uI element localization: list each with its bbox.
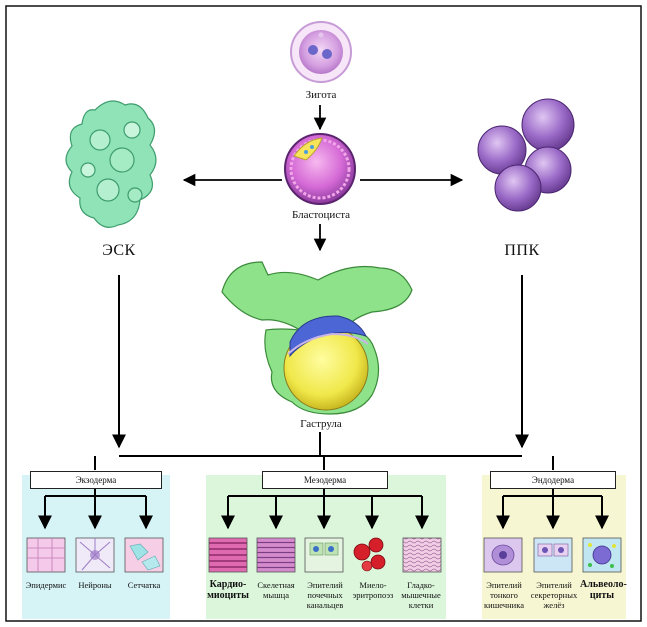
tile-retina	[124, 537, 164, 573]
mesoderm-branches	[221, 487, 429, 530]
cell-neurons-label: Нейроны	[78, 580, 112, 590]
zygote-cell	[290, 21, 352, 83]
cell-alveolocytes-label: Альвеоло-циты	[580, 579, 627, 601]
cell-retina-label: Сетчатка	[127, 580, 161, 590]
cell-smooth-muscle-label: Гладко-мышечные клетки	[401, 580, 441, 610]
mesoderm-title: Мезодерма	[262, 471, 388, 489]
gastrula-label: Гаструла	[300, 418, 342, 430]
esc-colony	[65, 100, 157, 228]
tile-secretory-epithelium	[533, 537, 573, 573]
tile-epidermis	[26, 537, 66, 573]
tile-intestinal-epithelium	[483, 537, 523, 573]
cell-intestinal-epithelium-label: Эпителий тонкого кишечника	[484, 580, 524, 610]
tile-renal-epithelium	[304, 537, 344, 573]
blastocyst-label: Бластоциста	[291, 209, 351, 221]
tile-neurons	[75, 537, 115, 573]
tile-smooth-muscle	[402, 537, 442, 573]
ectoderm-title: Экзодерма	[30, 471, 162, 489]
endoderm-title: Эндодерма	[490, 471, 616, 489]
ppc-label: ППК	[504, 242, 540, 259]
cell-myeloerythropoiesis-label: Миело-эритропоэз	[352, 580, 394, 600]
cell-renal-epithelium-label: Эпителий почечных канальцев	[306, 580, 344, 610]
ectoderm-branches	[38, 487, 153, 530]
tile-skeletal-muscle	[256, 537, 296, 573]
cell-cardiomyocytes-label: Кардио-миоциты	[207, 579, 249, 601]
cell-skeletal-muscle-label: Скелетная мышца	[257, 580, 295, 600]
cell-epidermis-label: Эпидермис	[25, 580, 67, 590]
tile-myeloerythropoiesis	[353, 537, 386, 572]
cell-secretory-epithelium-label: Эпителий секреторных желёз	[530, 580, 578, 610]
endoderm-branches	[496, 487, 609, 530]
outer-frame	[5, 5, 642, 622]
tile-cardiomyocytes	[208, 537, 248, 573]
blastocyst-cell	[284, 133, 356, 205]
ppc-cluster	[477, 98, 575, 212]
esc-label: ЭСК	[102, 242, 136, 259]
zygote-label: Зигота	[305, 89, 337, 101]
tile-alveolocytes	[582, 537, 622, 573]
gastrula-embryo	[221, 261, 413, 415]
